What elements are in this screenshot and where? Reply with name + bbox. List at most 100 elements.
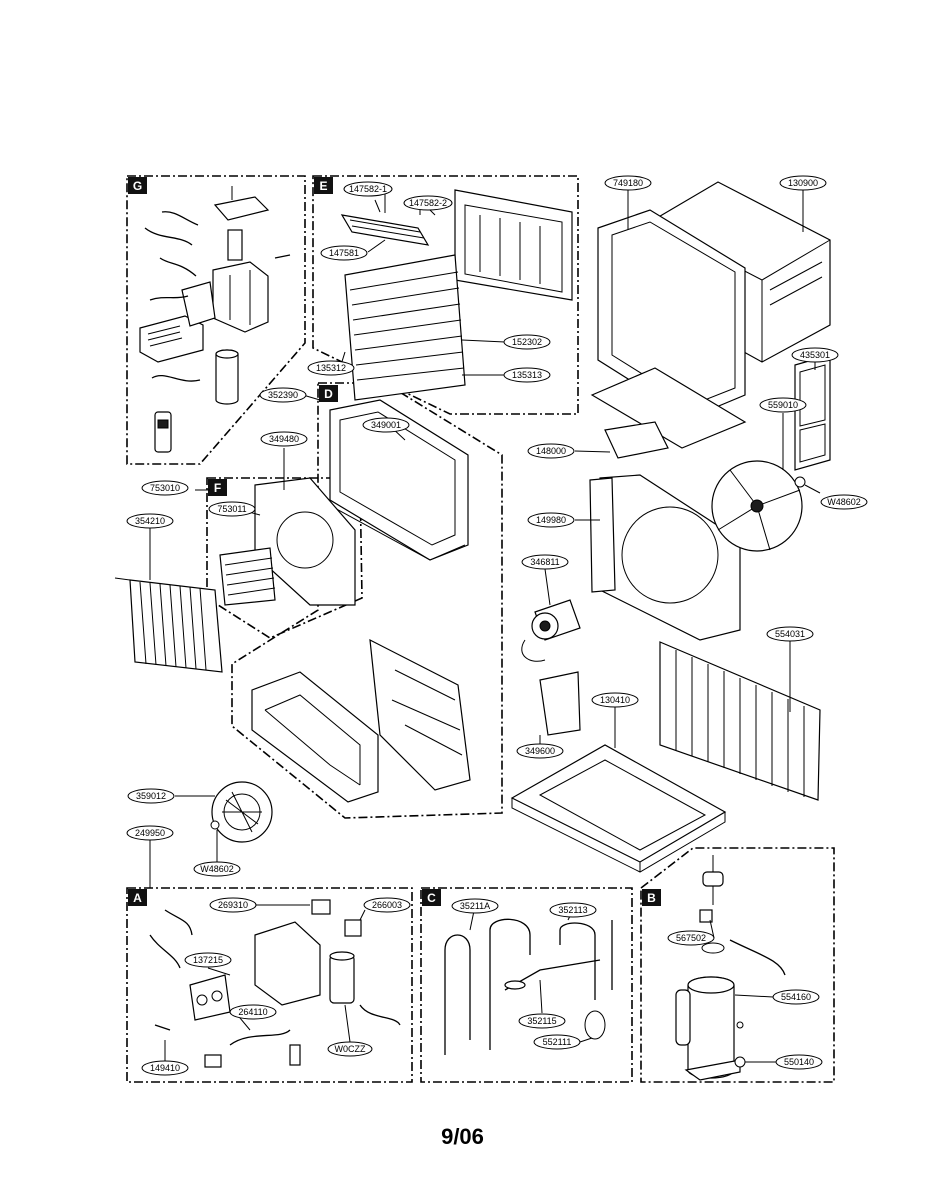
part-label-352113: 352113 — [549, 902, 597, 918]
svg-text:753011: 753011 — [217, 504, 246, 514]
part-label-147582-2: 147582-2 — [403, 195, 453, 211]
svg-text:152302: 152302 — [512, 337, 542, 347]
blower-359012 — [210, 781, 273, 843]
svg-text:W0CZZ: W0CZZ — [335, 1044, 366, 1054]
svg-text:554031: 554031 — [775, 629, 805, 639]
part-label-559010: 559010 — [759, 397, 807, 413]
part-label-147582-1: 147582-1 — [343, 181, 393, 197]
part-label-264110: 264110 — [229, 1004, 277, 1020]
svg-text:435301: 435301 — [800, 350, 830, 360]
svg-text:130900: 130900 — [788, 178, 818, 188]
svg-text:148000: 148000 — [536, 446, 566, 456]
part-label-349001: 349001 — [362, 417, 410, 433]
svg-text:135312: 135312 — [316, 363, 346, 373]
svg-text:749180: 749180 — [613, 178, 643, 188]
svg-text:W48602: W48602 — [827, 497, 861, 507]
part-label-137215: 137215 — [184, 952, 232, 968]
part-label-352115: 352115 — [518, 1013, 566, 1029]
part-label-249950: 249950 — [126, 825, 174, 841]
section-e-parts — [340, 189, 573, 401]
svg-text:B: B — [647, 891, 656, 905]
svg-text:A: A — [133, 891, 142, 905]
svg-text:147581: 147581 — [329, 248, 359, 258]
part-label-135313: 135313 — [503, 367, 551, 383]
svg-text:349480: 349480 — [269, 434, 299, 444]
svg-text:C: C — [427, 891, 436, 905]
section-tag-e: E — [314, 177, 333, 194]
part-label-435301: 435301 — [791, 347, 839, 363]
section-tag-f: F — [208, 479, 227, 496]
part-label-753011: 753011 — [208, 501, 256, 517]
part-label-359012: 359012 — [127, 788, 175, 804]
part-label-149980: 149980 — [527, 512, 575, 528]
cabinet-parts — [590, 181, 831, 471]
svg-text:149980: 149980 — [536, 515, 566, 525]
svg-text:147582-1: 147582-1 — [349, 184, 387, 194]
svg-text:266003: 266003 — [372, 900, 402, 910]
svg-text:269310: 269310 — [218, 900, 248, 910]
svg-text:147582-2: 147582-2 — [409, 198, 447, 208]
part-label-346811: 346811 — [521, 554, 569, 570]
coil-554031 — [659, 641, 821, 801]
svg-text:354210: 354210 — [135, 516, 165, 526]
part-label-147581: 147581 — [320, 245, 368, 261]
svg-text:E: E — [319, 179, 327, 193]
svg-text:137215: 137215 — [193, 955, 223, 965]
section-c-parts — [444, 918, 613, 1055]
part-label-354210: 354210 — [126, 513, 174, 529]
part-labels: 749180 130900 147582-1 147582-2 147581 1… — [126, 175, 868, 1076]
svg-text:352390: 352390 — [268, 390, 298, 400]
part-label-554031: 554031 — [766, 626, 814, 642]
svg-text:135313: 135313 — [512, 370, 542, 380]
part-label-152302: 152302 — [503, 334, 551, 350]
part-label-567502: 567502 — [667, 930, 715, 946]
svg-text:550140: 550140 — [784, 1057, 814, 1067]
svg-text:352113: 352113 — [558, 905, 587, 915]
part-label-148000: 148000 — [527, 443, 575, 459]
part-label-266003: 266003 — [363, 897, 411, 913]
part-label-269310: 269310 — [209, 897, 257, 913]
svg-text:35211A: 35211A — [460, 901, 490, 911]
section-tag-g: G — [128, 177, 147, 194]
svg-text:352115: 352115 — [527, 1016, 556, 1026]
part-label-w0czz: W0CZZ — [327, 1041, 373, 1057]
section-tag-a: A — [128, 889, 147, 906]
section-tag-b: B — [642, 889, 661, 906]
motor-346811 — [521, 599, 581, 736]
svg-text:349001: 349001 — [371, 420, 401, 430]
part-label-753010: 753010 — [141, 480, 189, 496]
coil-354210 — [114, 577, 223, 673]
part-label-349600: 349600 — [516, 743, 564, 759]
part-label-554160: 554160 — [772, 989, 820, 1005]
svg-text:753010: 753010 — [150, 483, 180, 493]
part-label-w48602-bottom: W48602 — [193, 861, 241, 877]
svg-text:F: F — [214, 481, 221, 495]
page-date-footer: 9/06 — [441, 1124, 484, 1149]
svg-text:G: G — [133, 179, 142, 193]
section-tag-c: C — [422, 889, 441, 906]
svg-text:567502: 567502 — [676, 933, 706, 943]
section-a-parts — [149, 899, 401, 1068]
svg-text:349600: 349600 — [525, 746, 555, 756]
part-label-135312: 135312 — [307, 360, 355, 376]
part-label-749180: 749180 — [604, 175, 652, 191]
part-label-130410: 130410 — [591, 692, 639, 708]
section-tag-d: D — [319, 385, 338, 402]
svg-text:W48602: W48602 — [200, 864, 234, 874]
svg-text:130410: 130410 — [600, 695, 630, 705]
svg-text:264110: 264110 — [238, 1007, 267, 1017]
svg-text:552111: 552111 — [543, 1037, 572, 1047]
part-label-552111: 552111 — [533, 1034, 581, 1050]
part-label-550140: 550140 — [775, 1054, 823, 1070]
section-b-parts — [675, 855, 786, 1081]
part-label-35211a: 35211A — [451, 898, 499, 914]
part-label-149410: 149410 — [141, 1060, 189, 1076]
svg-text:249950: 249950 — [135, 828, 165, 838]
shroud-fan-parts — [589, 460, 806, 641]
svg-text:559010: 559010 — [768, 400, 798, 410]
svg-text:554160: 554160 — [781, 992, 811, 1002]
part-label-349480: 349480 — [260, 431, 308, 447]
svg-text:D: D — [324, 387, 333, 401]
section-d-parts — [251, 399, 471, 803]
svg-text:149410: 149410 — [150, 1063, 180, 1073]
